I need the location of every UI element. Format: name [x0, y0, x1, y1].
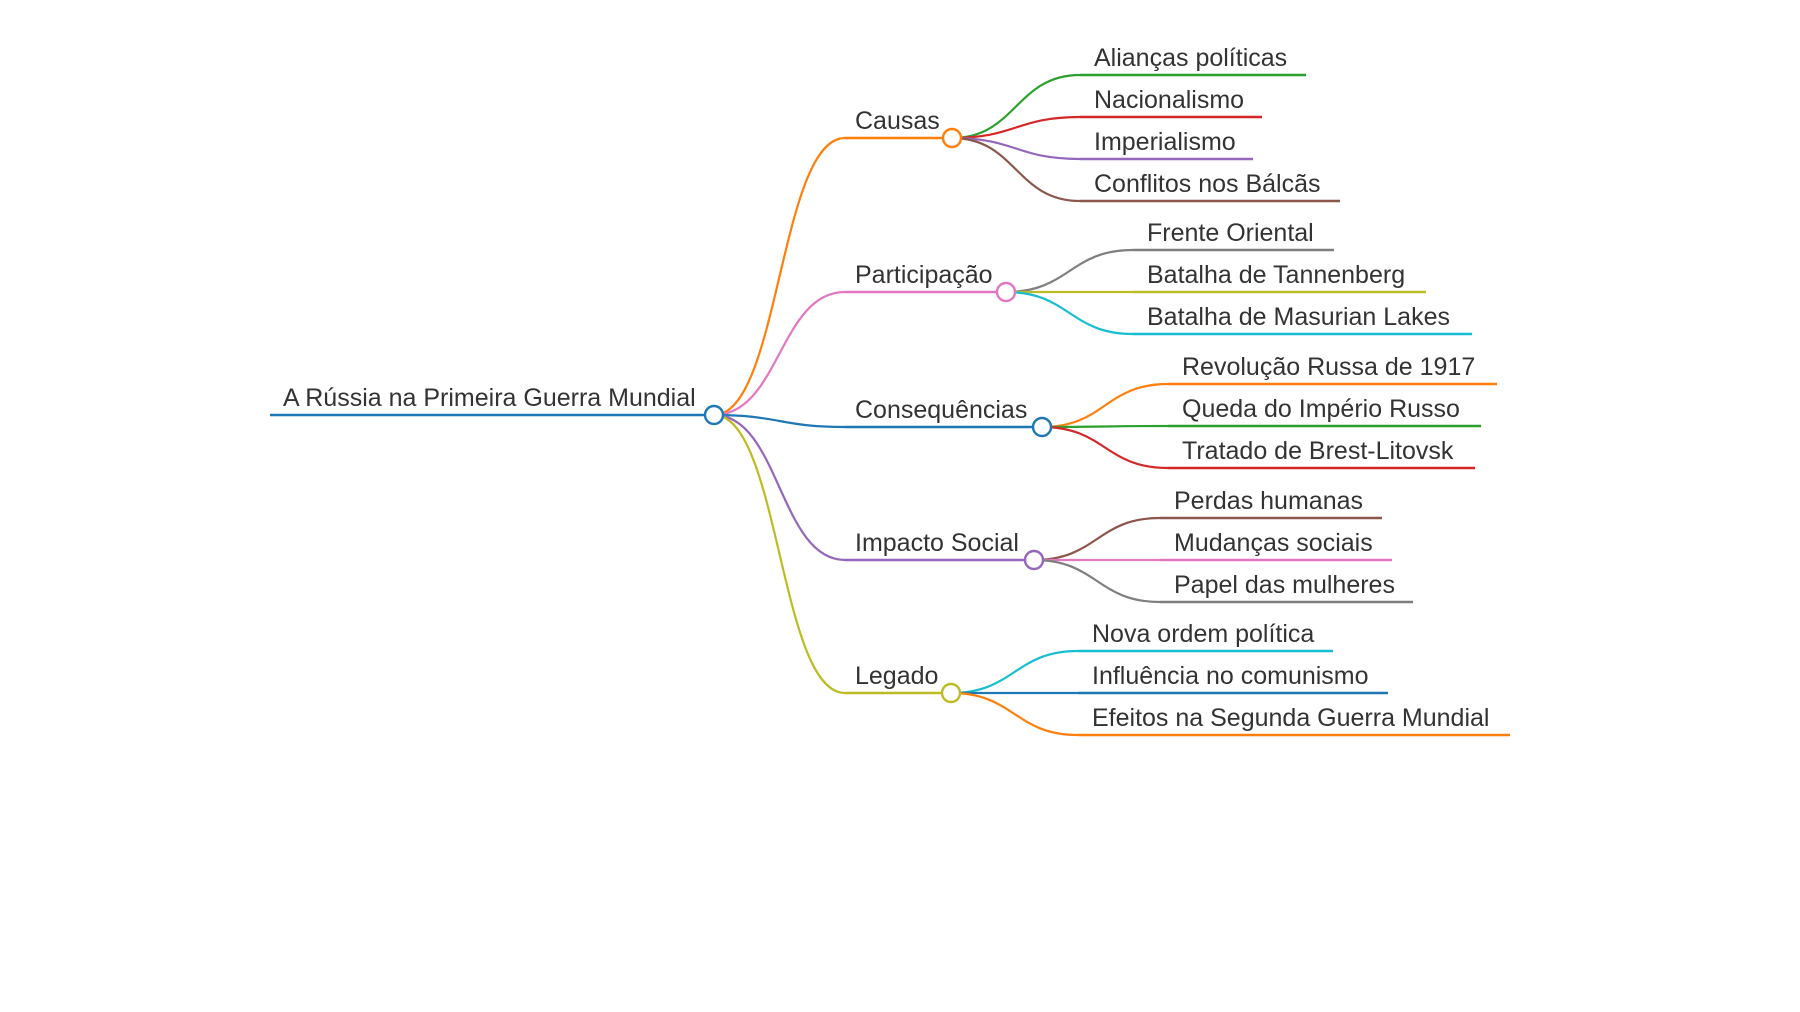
- branch-label: Impacto Social: [855, 529, 1019, 557]
- root-to-branch-link: [713, 413, 846, 562]
- labels-layer: A Rússia na Primeira Guerra Mundial Causa…: [283, 44, 1489, 732]
- leaf-label: Papel das mulheres: [1174, 571, 1395, 599]
- root-to-branch-link: [713, 413, 846, 695]
- branch-to-leaf-link: [950, 649, 1079, 695]
- leaf-label: Alianças políticas: [1094, 44, 1287, 72]
- root-node-label: A Rússia na Primeira Guerra Mundial: [283, 384, 696, 412]
- leaf-label: Revolução Russa de 1917: [1182, 353, 1475, 381]
- branch-to-leaf-link: [1041, 425, 1169, 470]
- branch-collapse-knob[interactable]: [995, 281, 1017, 303]
- leaf-label: Mudanças sociais: [1174, 529, 1373, 557]
- branch-collapse-knob[interactable]: [940, 682, 962, 704]
- leaf-label: Conflitos nos Bálcãs: [1094, 170, 1321, 198]
- branch-to-leaf-link: [1033, 516, 1161, 562]
- links-layer: [713, 73, 1169, 737]
- leaf-label: Perdas humanas: [1174, 487, 1363, 515]
- branch-to-leaf-link: [1005, 290, 1134, 336]
- branch-to-leaf-link: [1005, 248, 1134, 294]
- root-to-branch-link: [713, 136, 846, 417]
- leaf-label: Influência no comunismo: [1092, 662, 1369, 690]
- leaf-label: Efeitos na Segunda Guerra Mundial: [1092, 704, 1489, 732]
- root-collapse-knob[interactable]: [703, 404, 725, 426]
- branch-to-leaf-link: [951, 73, 1081, 140]
- branch-to-leaf-link: [950, 691, 1079, 737]
- branch-label: Consequências: [855, 396, 1027, 424]
- branch-to-leaf-link: [951, 136, 1081, 161]
- leaf-label: Queda do Império Russo: [1182, 395, 1460, 423]
- leaf-label: Batalha de Tannenberg: [1147, 261, 1405, 289]
- branch-collapse-knob[interactable]: [941, 127, 963, 149]
- branch-to-leaf-link: [1033, 558, 1161, 604]
- leaf-label: Nacionalismo: [1094, 86, 1244, 114]
- branch-to-leaf-link: [951, 115, 1081, 140]
- underlines-layer: [270, 73, 1510, 737]
- leaf-label: Frente Oriental: [1147, 219, 1314, 247]
- branch-to-leaf-link: [1041, 382, 1169, 429]
- branch-collapse-knob[interactable]: [1023, 549, 1045, 571]
- branch-label: Participação: [855, 261, 993, 289]
- leaf-label: Imperialismo: [1094, 128, 1236, 156]
- branch-to-leaf-link: [1041, 424, 1169, 429]
- branch-label: Causas: [855, 107, 940, 135]
- leaf-label: Batalha de Masurian Lakes: [1147, 303, 1450, 331]
- leaf-label: Nova ordem política: [1092, 620, 1314, 648]
- branch-to-leaf-link: [951, 136, 1081, 203]
- root-to-branch-link: [713, 413, 846, 429]
- root-to-branch-link: [713, 290, 846, 417]
- branch-collapse-knob[interactable]: [1031, 416, 1053, 438]
- branch-label: Legado: [855, 662, 938, 690]
- knobs-layer: [703, 127, 1053, 704]
- leaf-label: Tratado de Brest-Litovsk: [1182, 437, 1454, 465]
